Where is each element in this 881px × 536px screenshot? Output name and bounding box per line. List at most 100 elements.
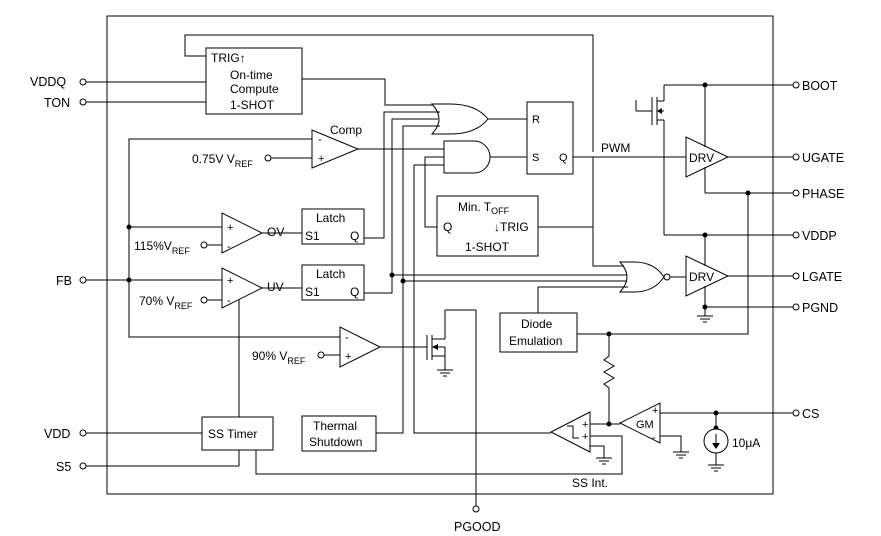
and-gate-set bbox=[443, 140, 491, 174]
ground-pgnd bbox=[697, 315, 713, 323]
wire-diode-to-nor bbox=[537, 286, 628, 313]
pgood-plus: + bbox=[345, 351, 351, 363]
uv-comparator: + - bbox=[221, 267, 264, 309]
pin-lgate-label: LGATE bbox=[802, 270, 842, 284]
ss-int-label: SS Int. bbox=[572, 476, 608, 490]
diode-line2: Emulation bbox=[509, 334, 562, 348]
gm-plus: + bbox=[652, 405, 658, 417]
gm-minus: - bbox=[652, 432, 656, 444]
sr-latch: R S Q bbox=[526, 101, 574, 175]
wire-ontime-out bbox=[302, 78, 440, 106]
ss-timer: SS Timer bbox=[201, 416, 274, 451]
pin-fb: FB bbox=[56, 274, 222, 288]
mintoff-title: Min. TOFF bbox=[458, 200, 510, 216]
ontime-line3: 1-SHOT bbox=[230, 98, 275, 112]
comp-minus: + bbox=[318, 153, 324, 165]
drv-high: DRV bbox=[685, 136, 730, 178]
comp-plus: - bbox=[318, 134, 322, 146]
sr-s-label: S bbox=[532, 152, 539, 164]
pin-ugate-label: UGATE bbox=[802, 151, 844, 165]
wire-trig-loop bbox=[184, 34, 594, 152]
pin-lgate: LGATE bbox=[728, 270, 842, 284]
mosfet-pgood bbox=[426, 328, 453, 377]
wire-latch-ov-out bbox=[364, 111, 440, 239]
current-source: 10μA bbox=[703, 413, 760, 472]
pgood-minus: - bbox=[345, 332, 349, 344]
diode-line1: Diode bbox=[521, 317, 553, 331]
wire-mintoff-q bbox=[424, 156, 444, 228]
uv-plus: + bbox=[227, 275, 233, 287]
wire-pwm-to-nor bbox=[592, 157, 630, 267]
latch-ov-title: Latch bbox=[316, 211, 345, 225]
nor-gate-low bbox=[618, 261, 671, 293]
or-gate-reset bbox=[430, 103, 489, 135]
comp-amp: - + Comp bbox=[311, 123, 362, 169]
pgood-comparator: - + bbox=[339, 326, 382, 368]
ontime-line1: On-time bbox=[230, 68, 273, 82]
mosfet-high bbox=[635, 85, 665, 235]
ss-int-plus1: + bbox=[582, 419, 588, 431]
pin-s5: S5 bbox=[56, 450, 240, 474]
gm-amplifier: GM + - bbox=[618, 402, 661, 444]
pin-boot: BOOT bbox=[664, 79, 838, 93]
thermal-line2: Shutdown bbox=[309, 435, 362, 449]
ref-075-label: 0.75V VREF bbox=[192, 152, 253, 169]
latch-ov-q: Q bbox=[350, 229, 359, 243]
ref-70: 70% VREF bbox=[139, 294, 222, 311]
sr-r-label: R bbox=[532, 114, 540, 126]
uv-label: UV bbox=[267, 280, 284, 294]
ref-90-label: 90% VREF bbox=[252, 349, 306, 366]
latch-uv-q: Q bbox=[350, 285, 359, 299]
ss-timer-label: SS Timer bbox=[208, 427, 257, 441]
latch-ov: Latch S1 Q bbox=[301, 208, 365, 245]
pin-phase: PHASE bbox=[705, 187, 844, 201]
ref-70-label: 70% VREF bbox=[139, 294, 193, 311]
ov-plus: + bbox=[227, 222, 233, 234]
ov-minus: - bbox=[227, 241, 231, 253]
pin-pgood-label: PGOOD bbox=[454, 520, 501, 534]
ontime-oneshot: TRIG↑ On-time Compute 1-SHOT bbox=[205, 47, 303, 115]
drv-low-label: DRV bbox=[689, 270, 714, 284]
ss-int-plus2: + bbox=[582, 431, 588, 443]
ontime-line2: Compute bbox=[230, 82, 279, 96]
pin-ton: TON bbox=[44, 96, 206, 110]
mintoff-trig: ↓TRIG bbox=[494, 220, 529, 234]
ref-90: 90% VREF bbox=[252, 349, 340, 366]
ontime-trig-label: TRIG↑ bbox=[211, 51, 246, 65]
current-label: 10μA bbox=[732, 436, 760, 450]
pin-pgood: PGOOD bbox=[444, 309, 501, 534]
ref-115-label: 115%VREF bbox=[134, 239, 190, 256]
pin-vddp-label: VDDP bbox=[802, 229, 837, 243]
diode-emulation: Diode Emulation bbox=[499, 312, 578, 353]
wire-phase-diode bbox=[577, 193, 749, 335]
latch-uv-title: Latch bbox=[316, 267, 345, 281]
mintoff-oneshot: Min. TOFF Q ↓TRIG 1-SHOT bbox=[436, 195, 539, 257]
pwm-label: PWM bbox=[601, 141, 630, 155]
pin-pgnd-label: PGND bbox=[802, 301, 838, 315]
wire-ssint-loop bbox=[255, 435, 623, 475]
drv-low: DRV bbox=[685, 255, 730, 297]
pin-s5-label: S5 bbox=[56, 460, 71, 474]
wire-thermal-out bbox=[376, 125, 440, 434]
ground-gm bbox=[673, 451, 689, 459]
pin-ton-label: TON bbox=[44, 96, 70, 110]
sr-q-label: Q bbox=[559, 152, 568, 164]
pin-vddq-label: VDDQ bbox=[30, 75, 66, 89]
thermal-shutdown: Thermal Shutdown bbox=[301, 415, 377, 452]
latch-uv-s1: S1 bbox=[305, 285, 320, 299]
ref-115: 115%VREF bbox=[134, 239, 222, 256]
ss-int-amp: + + bbox=[549, 411, 591, 453]
ov-label: OV bbox=[267, 225, 284, 239]
resistor bbox=[603, 334, 615, 424]
pin-vdd-label: VDD bbox=[44, 427, 70, 441]
wire-latch-uv-out bbox=[364, 118, 438, 294]
latch-ov-s1: S1 bbox=[305, 229, 320, 243]
pin-vddp: VDDP bbox=[664, 229, 837, 243]
comp-label: Comp bbox=[330, 123, 362, 137]
ground-ssint bbox=[596, 457, 612, 465]
mintoff-q: Q bbox=[443, 220, 452, 234]
pin-phase-label: PHASE bbox=[802, 187, 844, 201]
pin-boot-label: BOOT bbox=[802, 79, 838, 93]
pin-cs: CS bbox=[660, 407, 819, 421]
pin-fb-label: FB bbox=[56, 274, 72, 288]
